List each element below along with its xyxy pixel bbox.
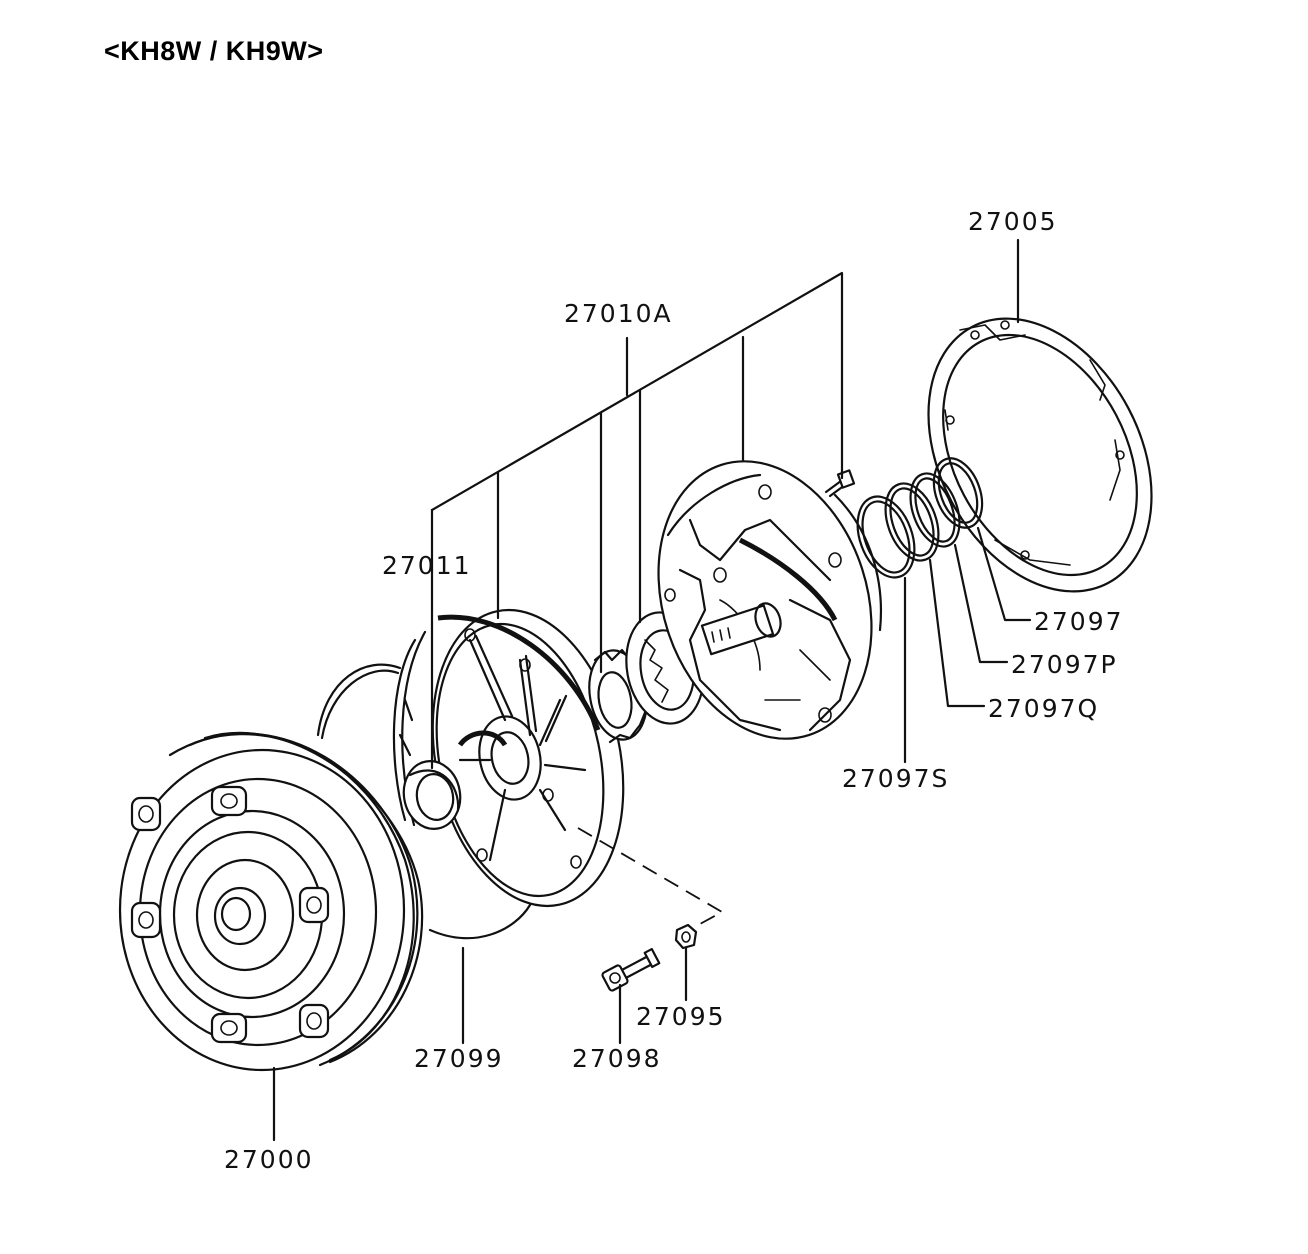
converter-lug (210, 1012, 248, 1044)
torque-converter[interactable] (118, 731, 424, 1072)
label-27097S: 27097S (842, 764, 949, 793)
converter-lug (210, 785, 248, 817)
label-27097: 27097 (1034, 607, 1124, 636)
o-ring-27099[interactable] (316, 663, 532, 940)
gasket-27005[interactable] (884, 280, 1197, 630)
bolt-27098[interactable] (601, 947, 661, 992)
label-27098: 27098 (572, 1044, 662, 1073)
washer-27095[interactable] (674, 923, 698, 950)
seal-ring-27097[interactable] (925, 452, 991, 535)
converter-lug (130, 901, 162, 939)
converter-lug (298, 1003, 330, 1039)
label-27005: 27005 (968, 207, 1058, 236)
seal-ring-27097S[interactable] (847, 489, 925, 586)
leader-lines (272, 238, 1032, 1142)
oil-seal[interactable] (399, 757, 466, 834)
label-27011: 27011 (382, 551, 472, 580)
label-27099: 27099 (414, 1044, 504, 1073)
converter-lug (298, 886, 330, 924)
label-27000: 27000 (224, 1145, 314, 1174)
diagram-title: <KH8W / KH9W> (104, 36, 324, 66)
converter-lug (130, 796, 162, 832)
assembly-dash-line (577, 827, 724, 925)
pump-cover[interactable] (624, 433, 906, 766)
label-27097Q: 27097Q (988, 694, 1099, 723)
label-27010A: 27010A (564, 299, 673, 328)
label-27097P: 27097P (1011, 650, 1118, 679)
seal-ring-27097Q[interactable] (876, 476, 948, 568)
label-27095: 27095 (636, 1002, 726, 1031)
cover-bolt[interactable] (824, 469, 856, 498)
seal-ring-27097P[interactable] (901, 467, 968, 553)
